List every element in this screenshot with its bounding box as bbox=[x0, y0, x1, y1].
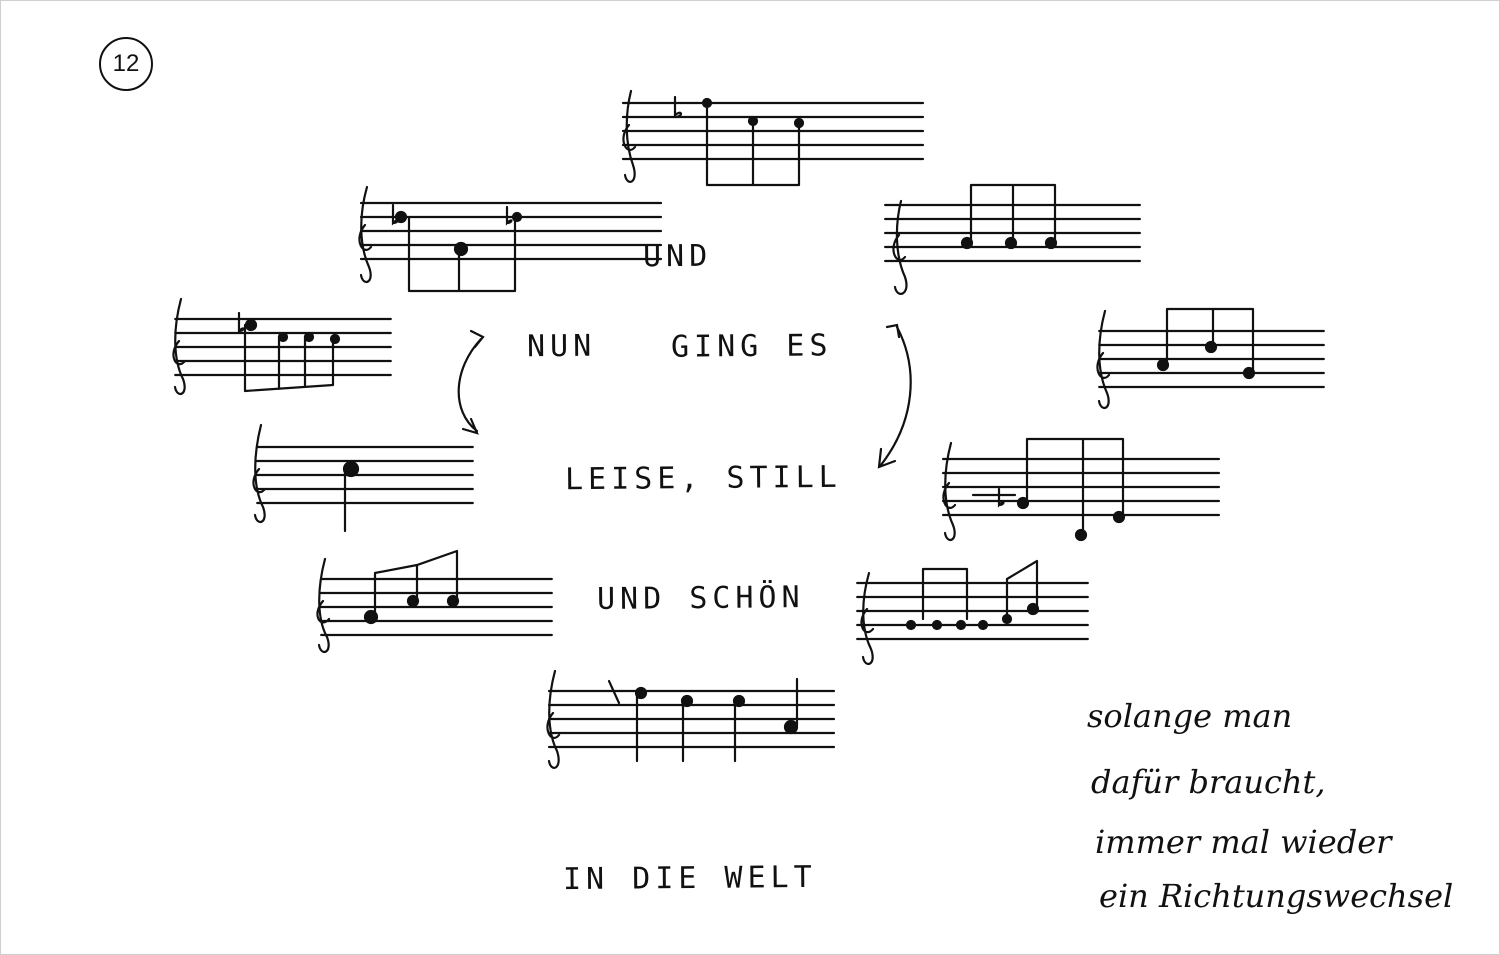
treble-clef-icon bbox=[546, 669, 561, 769]
lyric-und-schoen: UND SCHÖN bbox=[596, 580, 805, 617]
staff-lower-right bbox=[941, 437, 1221, 542]
lyric-ging-es: GING ES bbox=[670, 328, 833, 365]
page-number-badge: 12 bbox=[99, 37, 153, 91]
lyric-leise-still: LEISE, STILL bbox=[564, 459, 842, 498]
treble-clef-icon bbox=[172, 297, 187, 396]
lyric-und: UND bbox=[642, 238, 713, 275]
staff-lower-left bbox=[316, 549, 554, 654]
margin-note-line-4: ein Richtungswechsel bbox=[1099, 877, 1454, 915]
margin-note-line-1: solange man bbox=[1087, 697, 1293, 735]
margin-note-line-2: dafür braucht, bbox=[1091, 763, 1326, 801]
treble-clef-icon bbox=[358, 185, 373, 284]
staff-left bbox=[172, 297, 393, 396]
treble-clef-icon bbox=[860, 571, 875, 666]
curved-arrow-icon bbox=[877, 323, 912, 469]
staff-top bbox=[621, 89, 925, 187]
staff-mid-left bbox=[252, 423, 475, 533]
treble-clef-icon bbox=[252, 423, 267, 524]
treble-clef-icon bbox=[892, 199, 908, 295]
margin-note-line-3: immer mal wieder bbox=[1095, 823, 1392, 861]
curved-arrow-icon bbox=[457, 329, 485, 435]
treble-clef-icon bbox=[942, 441, 957, 542]
flat-sign-icon bbox=[673, 95, 683, 119]
treble-clef-icon bbox=[1096, 309, 1111, 410]
staff-upper-left bbox=[358, 185, 663, 293]
staff-right bbox=[1096, 307, 1326, 410]
lyric-nun: NUN bbox=[526, 328, 597, 365]
treble-clef-icon bbox=[622, 89, 637, 183]
staff-upper-right bbox=[883, 183, 1142, 295]
lyric-in-die-welt: IN DIE WELT bbox=[562, 859, 817, 898]
treble-clef-icon bbox=[316, 557, 331, 654]
staff-bottom bbox=[546, 669, 836, 769]
staff-right-bottom bbox=[855, 559, 1090, 666]
